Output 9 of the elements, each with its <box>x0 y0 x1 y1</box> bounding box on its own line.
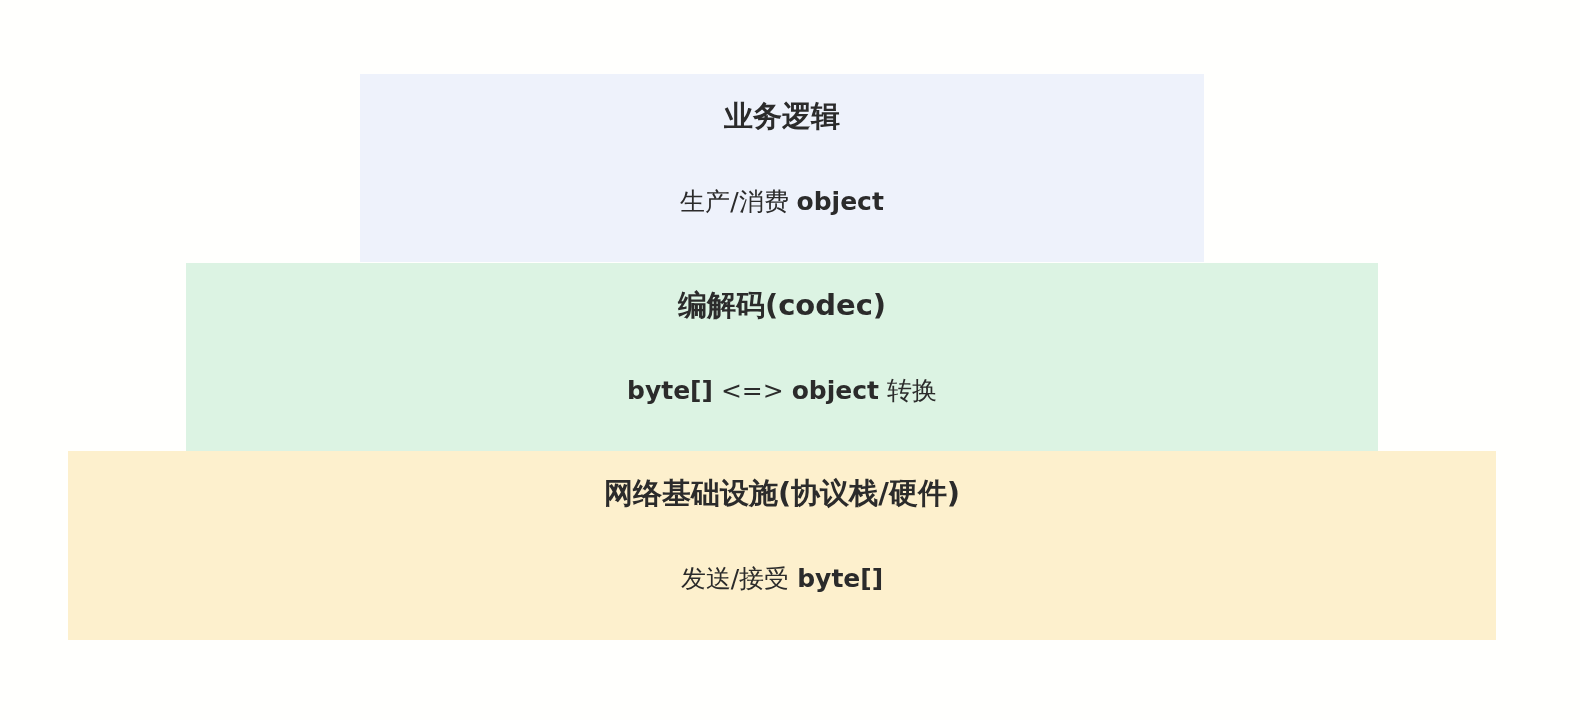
layer-title: 业务逻辑 <box>723 98 841 135</box>
layer-band <box>186 263 1378 451</box>
layer-description: byte[] <=> object 转换 <box>626 375 938 407</box>
layer-band <box>68 451 1496 640</box>
layer-title: 网络基础设施(协议栈/硬件) <box>602 475 962 512</box>
layer-title: 编解码(codec) <box>676 287 888 324</box>
layer-band <box>360 74 1204 262</box>
layer-description: 生产/消费 object <box>679 186 885 218</box>
layer-description: 发送/接受 byte[] <box>679 563 885 595</box>
